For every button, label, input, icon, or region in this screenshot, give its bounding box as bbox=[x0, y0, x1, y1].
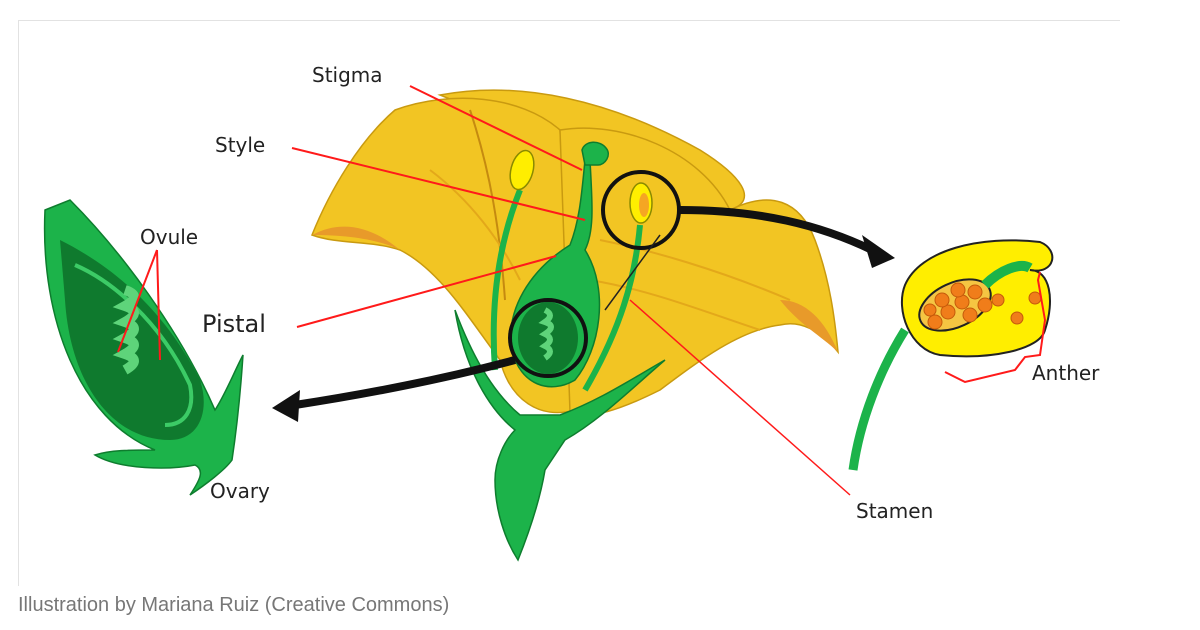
arrow-to-anther bbox=[679, 206, 874, 254]
ovary-detail bbox=[43, 199, 244, 496]
label-anther: Anther bbox=[1032, 361, 1100, 385]
label-ovule: Ovule bbox=[140, 225, 198, 249]
label-style: Style bbox=[215, 133, 265, 157]
arrow-head-left bbox=[272, 390, 300, 422]
anther-detail bbox=[848, 239, 1054, 471]
label-pistal: Pistal bbox=[202, 310, 266, 338]
label-ovary: Ovary bbox=[210, 479, 270, 503]
label-stigma: Stigma bbox=[312, 63, 383, 87]
frame-border-left bbox=[18, 20, 19, 586]
frame-border-top bbox=[18, 20, 1120, 21]
image-caption: Illustration by Mariana Ruiz (Creative C… bbox=[18, 594, 450, 616]
pistil-zoom-circle bbox=[508, 298, 588, 378]
arrow-to-ovary bbox=[294, 356, 517, 409]
leader-lines bbox=[117, 85, 1047, 496]
arrow-head-right bbox=[862, 235, 895, 268]
flower-stem bbox=[454, 309, 666, 562]
stamen-zoom-circle bbox=[601, 170, 681, 250]
label-stamen: Stamen bbox=[856, 499, 933, 523]
pistil bbox=[510, 141, 610, 388]
